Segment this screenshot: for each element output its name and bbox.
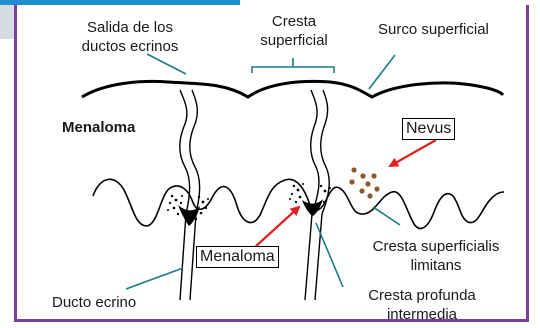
eccrine-duct-right [305, 90, 329, 300]
cresta-superficial-bracket [252, 58, 334, 73]
label-salida-ductos: Salida de los ductos ecrinos [62, 18, 198, 56]
label-cresta-line2: superficial [248, 31, 340, 50]
leader-ducto-ecrino [126, 268, 183, 289]
label-limitans-line1: Cresta superficialis [356, 237, 516, 256]
leader-cresta-profunda [316, 223, 343, 287]
label-nevus-box: Nevus [402, 118, 455, 140]
label-ducto-ecrino: Ducto ecrino [52, 293, 136, 312]
label-cresta-profunda: Cresta profunda intermedia [352, 286, 492, 324]
arrow-nevus [390, 140, 436, 166]
rete-ridge-line [93, 179, 504, 228]
leader-salida [147, 54, 186, 74]
label-profunda-line2: intermedia [352, 305, 492, 324]
nevus-dots [349, 167, 379, 198]
leader-cresta-limitans [373, 207, 400, 225]
label-cresta-limitans: Cresta superficialis limitans [356, 237, 516, 275]
leader-surco [369, 55, 395, 89]
label-surco-superficial: Surco superficial [378, 20, 489, 39]
label-menaloma-title: Menaloma [62, 118, 135, 137]
label-cresta-superficial: Cresta superficial [248, 12, 340, 50]
label-limitans-line2: limitans [356, 256, 516, 275]
label-salida-line2: ductos ecrinos [62, 37, 198, 56]
label-cresta-line1: Cresta [248, 12, 340, 31]
label-salida-line1: Salida de los [62, 18, 198, 37]
epidermis-surface-line [82, 81, 503, 97]
label-menaloma-box: Menaloma [196, 246, 279, 268]
label-profunda-line1: Cresta profunda [352, 286, 492, 305]
